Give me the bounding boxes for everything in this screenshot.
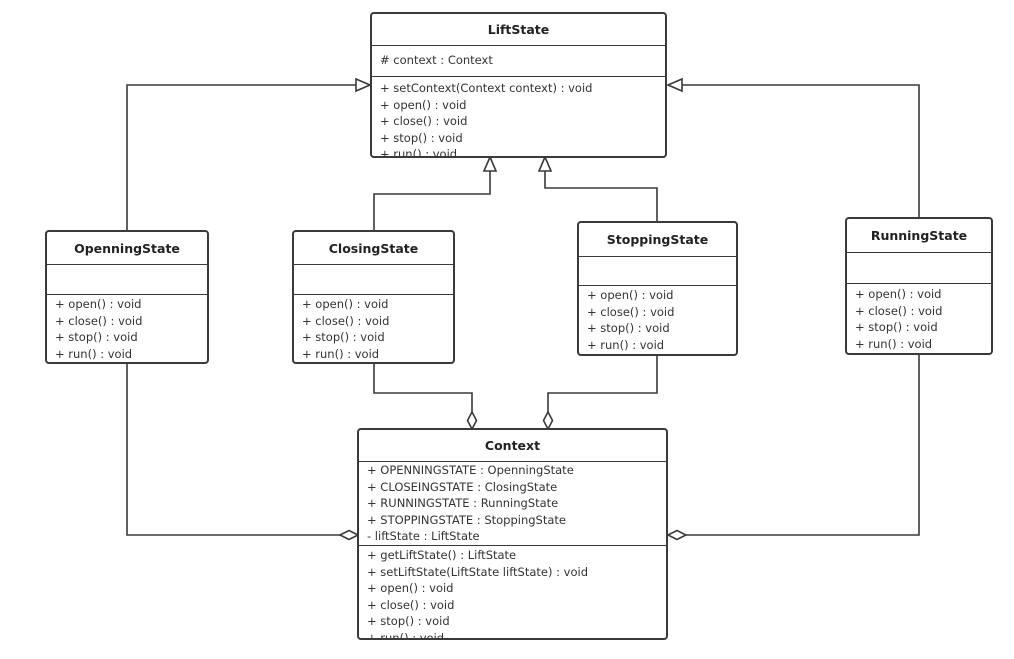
methods-section: + open() : void + close() : void + stop() … [47, 295, 207, 362]
method-row: + stop() : void [302, 330, 385, 344]
methods-section: + setContext(Context context) : void + op… [372, 77, 665, 158]
methods-section: + open() : void + close() : void + stop() … [294, 295, 453, 362]
edge-stoppingstate-liftstate [544, 171, 658, 222]
method-row: + stop() : void [855, 320, 938, 334]
attribute-row: + STOPPINGSTATE : StoppingState [367, 512, 566, 527]
edge-closingstate-liftstate [373, 171, 491, 231]
attribute-row: - liftState : LiftState [367, 529, 480, 543]
method-row: + stop() : void [380, 130, 463, 145]
edge-runningstate-liftstate [682, 84, 920, 218]
method-row: + run() : void [855, 336, 933, 351]
class-closingstate[interactable]: ClosingState + open() : void + close() : … [292, 230, 455, 364]
method-row: + setContext(Context context) : void [380, 81, 593, 95]
edge-runningstate-context [686, 355, 920, 536]
method-row: + close() : void [367, 597, 455, 612]
edge-openningstate-context [126, 363, 340, 536]
method-row: + getLiftState() : LiftState [367, 548, 517, 562]
method-row: + close() : void [380, 114, 468, 128]
method-row: + run() : void [587, 337, 665, 352]
method-row: + run() : void [367, 630, 445, 640]
class-name: Context [359, 430, 666, 462]
method-row: + open() : void [855, 287, 942, 301]
method-row: + open() : void [380, 97, 467, 112]
class-name: StoppingState [579, 223, 736, 257]
class-stoppingstate[interactable]: StoppingState + open() : void + close() :… [577, 221, 738, 356]
method-row: + setLiftState(LiftState liftState) : vo… [367, 564, 588, 579]
generalization-arrowhead [665, 77, 683, 93]
method-row: + open() : void [55, 297, 142, 311]
attribute-row: + CLOSEINGSTATE : ClosingState [367, 479, 558, 494]
method-row: + close() : void [302, 313, 390, 328]
method-row: + stop() : void [587, 321, 670, 335]
edge-closingstate-context [373, 363, 473, 412]
attributes-section [47, 265, 207, 295]
method-row: + stop() : void [367, 614, 450, 628]
methods-section: + getLiftState() : LiftState + setLiftSta… [359, 546, 666, 638]
generalization-arrowhead [355, 77, 373, 93]
edge-stoppingstate-context [547, 355, 658, 412]
class-runningstate[interactable]: RunningState + open() : void + close() : … [845, 217, 993, 355]
method-row: + close() : void [587, 304, 675, 319]
method-row: + run() : void [302, 346, 380, 361]
method-row: + open() : void [367, 581, 454, 595]
aggregation-diamond [338, 529, 360, 541]
attributes-section: # context : Context [372, 46, 665, 77]
attribute-row: + OPENNINGSTATE : OpenningState [367, 463, 574, 477]
class-name: RunningState [847, 219, 991, 253]
aggregation-diamond [666, 529, 688, 541]
methods-section: + open() : void + close() : void + stop() … [847, 284, 991, 353]
methods-section: + open() : void + close() : void + stop() … [579, 286, 736, 354]
generalization-arrowhead [537, 154, 553, 172]
class-context[interactable]: Context + OPENNINGSTATE : OpenningState+… [357, 428, 668, 640]
attributes-section: + OPENNINGSTATE : OpenningState + CLOSEIN… [359, 462, 666, 546]
attribute-row: + RUNNINGSTATE : RunningState [367, 496, 559, 510]
class-name: ClosingState [294, 232, 453, 265]
class-liftstate[interactable]: LiftState # context : Context + setConte… [370, 12, 667, 158]
method-row: + run() : void [380, 147, 458, 158]
attributes-section [847, 253, 991, 284]
generalization-arrowhead [482, 154, 498, 172]
aggregation-diamond [542, 410, 554, 431]
method-row: + open() : void [587, 288, 674, 302]
attribute-row: # context : Context [380, 53, 493, 67]
method-row: + stop() : void [55, 330, 138, 344]
class-name: LiftState [372, 14, 665, 46]
method-row: + open() : void [302, 297, 389, 311]
class-name: OpenningState [47, 232, 207, 265]
attributes-section [294, 265, 453, 295]
class-openningstate[interactable]: OpenningState + open() : void + close() :… [45, 230, 209, 364]
aggregation-diamond [466, 410, 478, 431]
edge-openningstate-liftstate [126, 84, 356, 231]
attributes-section [579, 257, 736, 286]
method-row: + close() : void [55, 313, 143, 328]
method-row: + run() : void [55, 346, 133, 361]
method-row: + close() : void [855, 303, 943, 318]
